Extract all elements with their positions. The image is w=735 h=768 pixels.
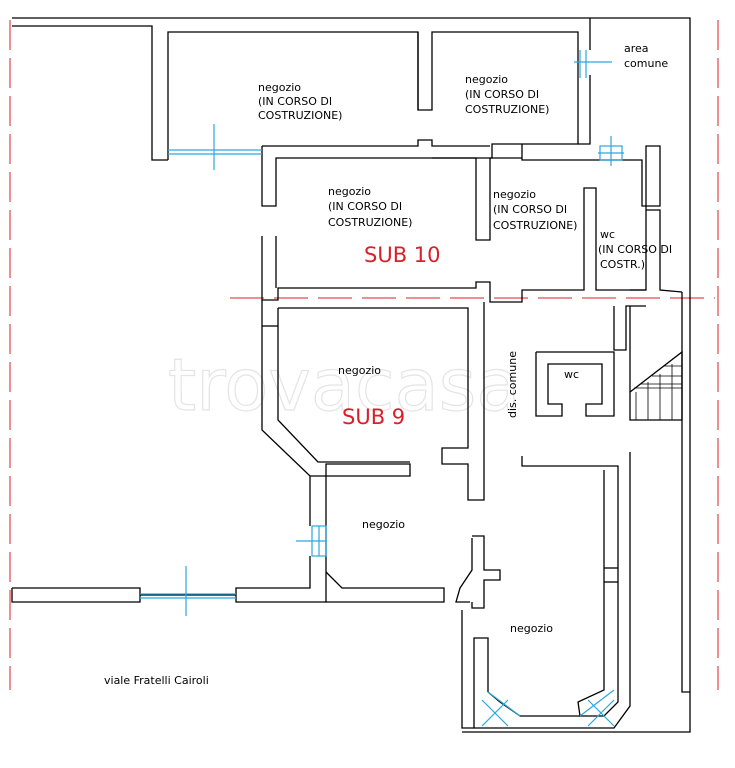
room-sub9-walls <box>261 300 411 477</box>
negozio-bottom-label: negozio <box>510 622 553 635</box>
sub-10-label: SUB 10 <box>364 243 441 267</box>
wc-mid-label: wc <box>564 368 579 381</box>
room-r2-status-1: (IN CORSO DI <box>465 88 539 101</box>
room-r1-status-2: COSTRUZIONE) <box>258 109 342 122</box>
watermark: trovacasa <box>168 343 520 427</box>
room-r1-walls <box>167 31 579 160</box>
wc-mid-walls <box>535 351 615 417</box>
windows <box>140 50 624 727</box>
window-area-comune <box>574 50 612 78</box>
walls <box>11 17 691 733</box>
outer-wall-right-lower <box>681 290 691 693</box>
area-comune-label: area comune <box>624 42 668 70</box>
room-r2-label: negozio (IN CORSO DI COSTRUZIONE) <box>465 73 549 116</box>
room-bottom-base <box>462 692 691 733</box>
property-boundary-lines <box>9 20 719 690</box>
room-bottom-walls <box>521 456 619 717</box>
negozio-mid-label: negozio <box>362 518 405 531</box>
room-r3-status-2: COSTRUZIONE) <box>328 216 412 229</box>
room-mid-right <box>455 538 473 603</box>
room-r2-name: negozio <box>465 73 508 86</box>
corridor-right-walls <box>613 305 646 351</box>
room-r1-label: negozio (IN CORSO DI COSTRUZIONE) <box>258 81 342 122</box>
room-r4-status-2: COSTRUZIONE) <box>493 219 577 232</box>
room-r4-name: negozio <box>493 188 536 201</box>
room-bottom-outer <box>473 452 631 729</box>
dis-comune-label: dis. comune <box>506 351 519 418</box>
window-wc-top <box>598 136 624 166</box>
stairs-diagonal <box>629 350 683 420</box>
wall-r4-right <box>600 145 661 291</box>
room-mid-bottom <box>325 571 445 603</box>
wc-top-name: wc <box>600 228 615 241</box>
outer-wall-top <box>12 17 691 290</box>
room-r4-status-1: (IN CORSO DI <box>493 203 567 216</box>
sub-9-label: SUB 9 <box>342 405 405 429</box>
window-mid-left <box>296 525 327 557</box>
room-bottom-bay <box>487 691 580 717</box>
street-label: viale Fratelli Cairoli <box>104 674 209 687</box>
room-r2-status-2: COSTRUZIONE) <box>465 103 549 116</box>
room-r3-label: negozio (IN CORSO DI COSTRUZIONE) <box>328 185 412 229</box>
room-sub9-inner <box>278 302 485 501</box>
area-comune-line-1: area <box>624 42 649 55</box>
outer-wall-top-inner <box>12 25 168 161</box>
room-r1-status-1: (IN CORSO DI <box>258 95 332 108</box>
window-bay-left <box>481 691 521 727</box>
room-r3-status-1: (IN CORSO DI <box>328 200 402 213</box>
window-top-left <box>168 124 262 170</box>
window-bay-right <box>579 689 615 727</box>
room-mid-post <box>471 535 501 609</box>
stair-treads <box>634 364 682 420</box>
wc-top-status-2: COSTR.) <box>600 258 645 271</box>
room-r3-walls <box>261 144 600 241</box>
stair-box <box>629 306 682 421</box>
room-r4-label: negozio (IN CORSO DI COSTRUZIONE) <box>493 188 577 232</box>
outer-wall-lower-left <box>11 587 141 603</box>
area-comune-line-2: comune <box>624 57 668 70</box>
room-r2-right-lower <box>578 75 591 145</box>
room-bottom-left <box>461 610 474 729</box>
window-lower-left <box>140 566 236 616</box>
room-r1-name: negozio <box>258 81 301 94</box>
wc-top-label: wc (IN CORSO DI COSTR.) <box>598 228 672 271</box>
room-r3-name: negozio <box>328 185 371 198</box>
room-r3-bottom <box>261 187 646 303</box>
room-r1-bottom <box>262 139 490 147</box>
room-sub9-diag <box>277 308 410 463</box>
negozio-sub9-label: negozio <box>338 364 381 377</box>
wc-top-right <box>646 209 683 293</box>
wc-top-status-1: (IN CORSO DI <box>598 243 672 256</box>
